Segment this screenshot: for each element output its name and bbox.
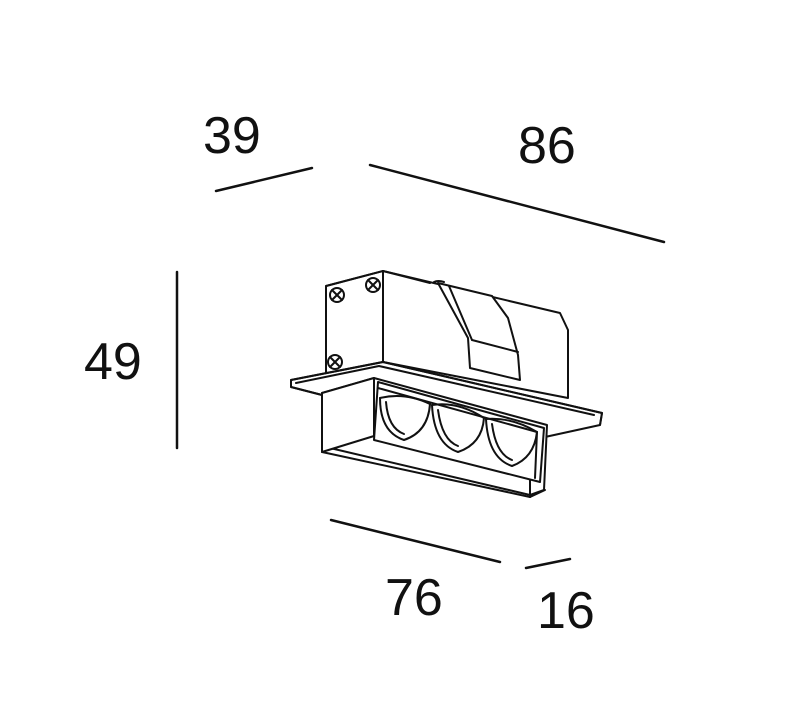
depth-dimension-line xyxy=(214,166,314,193)
front-depth-dimension-line xyxy=(524,557,572,570)
led-optics xyxy=(379,395,538,467)
screw-icon xyxy=(327,354,343,370)
mounting-clip xyxy=(433,280,521,381)
housing-box xyxy=(325,270,569,399)
led-lens xyxy=(431,403,485,453)
screw-icon xyxy=(329,287,345,303)
screw-icon xyxy=(365,277,381,293)
housing-top-inner-edge xyxy=(382,270,431,284)
led-lens xyxy=(379,395,431,441)
dimension-lines xyxy=(175,163,666,570)
front-depth-dimension-label: 16 xyxy=(537,582,595,640)
front-width-dimension-label: 76 xyxy=(385,569,443,627)
depth-dimension-label: 39 xyxy=(203,107,261,165)
length-dimension-label: 86 xyxy=(518,117,576,175)
front-width-dimension-line xyxy=(329,518,502,564)
led-lens xyxy=(485,417,538,467)
front-block xyxy=(321,377,548,498)
housing-top-edge xyxy=(325,270,384,287)
length-dimension-line xyxy=(368,163,666,244)
optic-opening xyxy=(373,381,545,483)
height-dimension-label: 49 xyxy=(84,333,142,391)
